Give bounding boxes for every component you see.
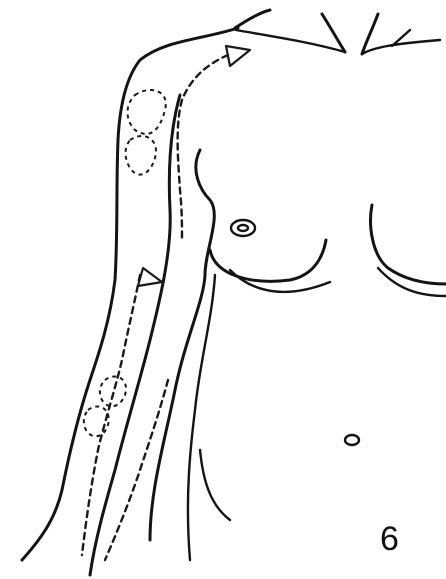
vessel-path-arm bbox=[82, 275, 140, 555]
triangle-marker-upper bbox=[226, 46, 250, 66]
abdomen-contour bbox=[200, 450, 230, 520]
umbilicus bbox=[345, 435, 359, 445]
upper-flap-outline bbox=[128, 90, 166, 134]
lower-flap-outline bbox=[100, 376, 126, 406]
collarbone-right bbox=[362, 30, 440, 54]
right-breast-fold bbox=[378, 268, 446, 296]
left-nipple-center bbox=[238, 225, 248, 231]
lower-flap-outline-2 bbox=[84, 406, 109, 436]
torso-side-inner bbox=[188, 275, 215, 560]
upper-flap-outline-2 bbox=[126, 136, 156, 175]
neck-outline-left bbox=[235, 10, 270, 28]
left-breast-contour bbox=[210, 240, 326, 281]
left-nipple bbox=[231, 220, 255, 236]
triangle-marker-mid bbox=[138, 268, 162, 286]
figure-number-label: 6 bbox=[380, 520, 399, 559]
collarbone-left bbox=[236, 30, 345, 52]
vessel-path-upper bbox=[178, 55, 228, 240]
